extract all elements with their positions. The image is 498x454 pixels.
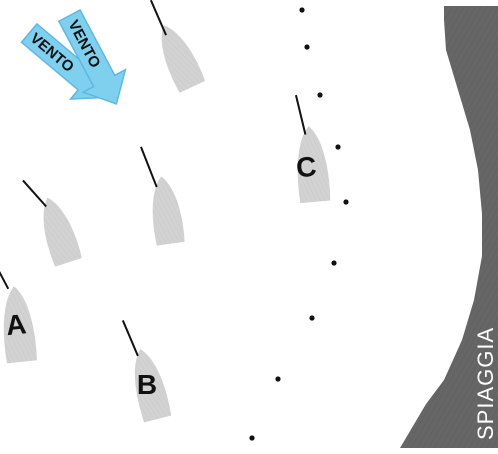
wind-arrow: VENTO xyxy=(20,22,107,100)
layline-dot xyxy=(317,92,323,98)
boat xyxy=(22,179,82,267)
layline-dots xyxy=(249,7,349,441)
layline-dot xyxy=(299,7,305,13)
boat xyxy=(140,146,185,246)
layline-dot xyxy=(309,315,315,321)
layline-dot xyxy=(335,144,341,150)
boat-label: C xyxy=(295,151,318,184)
layline-dot xyxy=(331,260,337,266)
boat-B: B xyxy=(121,320,172,423)
beach-shore xyxy=(400,6,498,448)
layline-dot xyxy=(304,44,310,50)
layline-dot xyxy=(275,376,281,382)
layline-dot xyxy=(343,199,349,205)
boat-label: A xyxy=(4,308,27,341)
boat-A: A xyxy=(0,259,37,364)
boat-C: C xyxy=(295,94,331,204)
beach-label: SPIAGGIA xyxy=(473,327,498,440)
boat xyxy=(149,0,206,93)
boat-label: B xyxy=(137,369,157,400)
layline-dot xyxy=(249,435,255,441)
